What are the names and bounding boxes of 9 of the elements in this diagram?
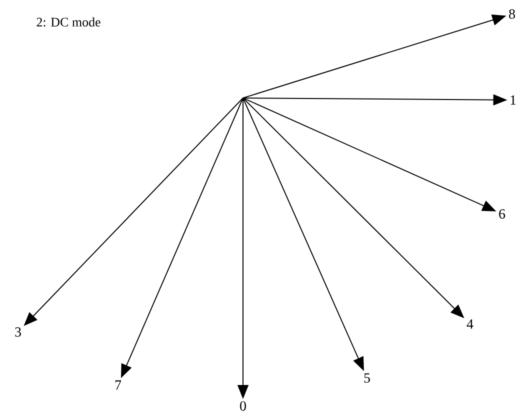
number-label: 3 [15,327,21,337]
title: 2: DC mode [36,17,100,27]
number-label: 7 [115,380,122,390]
number-label: 4 [466,319,474,329]
number-label: 1 [510,95,516,105]
number-label: 8 [509,9,515,19]
number-label: 6 [499,209,506,219]
number-label: 5 [364,373,370,383]
number-label: 0 [240,401,246,411]
